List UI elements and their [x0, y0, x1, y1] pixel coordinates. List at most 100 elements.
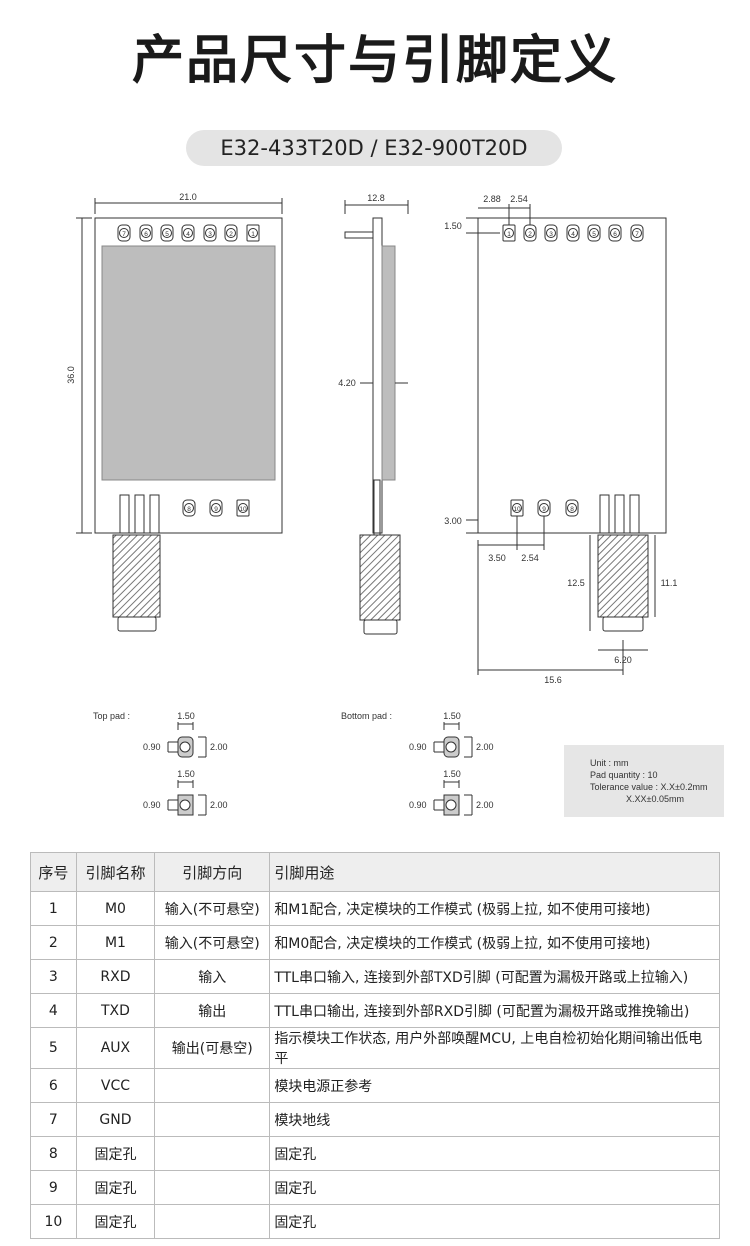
table-cell: 输入(不可悬空) — [154, 891, 271, 926]
page-title: 产品尺寸与引脚定义 — [131, 31, 618, 91]
table-cell: 5 — [30, 1027, 77, 1069]
table-cell: TTL串口输入, 连接到外部TXD引脚 (可配置为漏极开路或上拉输入) — [269, 959, 720, 994]
pin-number: 2 — [528, 231, 532, 238]
pin-pad: 5 — [160, 224, 174, 242]
dim-thickness: 12.8 — [367, 193, 385, 203]
pin-number: 5 — [165, 231, 169, 238]
table-cell: M0 — [75, 891, 156, 926]
pin-pad: 4 — [566, 224, 580, 242]
pin-number: 3 — [549, 231, 553, 238]
pin-pad: 2 — [523, 224, 537, 242]
table-cell: 固定孔 — [75, 1136, 156, 1171]
table-cell: 指示模块工作状态, 用户外部唤醒MCU, 上电自检初始化期间输出低电平 — [269, 1027, 720, 1069]
dim-width: 21.0 — [179, 192, 197, 202]
table-cell: 模块地线 — [269, 1102, 720, 1137]
svg-text:1.50: 1.50 — [443, 711, 461, 721]
svg-text:3.50: 3.50 — [488, 553, 506, 563]
pin-pad: 10 — [236, 499, 250, 517]
svg-text:0.90: 0.90 — [143, 800, 161, 810]
table-cell: 固定孔 — [75, 1170, 156, 1205]
svg-text:12.5: 12.5 — [567, 578, 585, 588]
table-cell: 9 — [30, 1170, 77, 1205]
svg-text:1.50: 1.50 — [177, 711, 195, 721]
table-cell: 输出 — [154, 993, 271, 1028]
pin-number: 3 — [208, 231, 212, 238]
pin-pad: 10 — [510, 499, 524, 517]
table-cell — [154, 1204, 271, 1239]
front-antenna — [112, 534, 161, 618]
pin-number: 2 — [229, 231, 233, 238]
pin-pad: 6 — [608, 224, 622, 242]
front-shield — [101, 245, 276, 481]
table-cell — [154, 1102, 271, 1137]
table-cell: VCC — [75, 1068, 156, 1103]
pin-pad: 9 — [209, 499, 223, 517]
svg-text:0.90: 0.90 — [143, 742, 161, 752]
svg-text:6.20: 6.20 — [614, 655, 632, 665]
svg-text:2.00: 2.00 — [476, 742, 494, 752]
table-cell: 6 — [30, 1068, 77, 1103]
column-header: 引脚方向 — [154, 852, 271, 892]
pin-pad: 4 — [181, 224, 195, 242]
pin-number: 5 — [592, 231, 596, 238]
pin-pad: 5 — [587, 224, 601, 242]
svg-text:2.00: 2.00 — [210, 800, 228, 810]
table-cell: GND — [75, 1102, 156, 1137]
table-cell — [154, 1136, 271, 1171]
column-header: 引脚名称 — [75, 852, 156, 892]
svg-text:1.50: 1.50 — [177, 769, 195, 779]
pin-pad: 9 — [537, 499, 551, 517]
svg-text:2.54: 2.54 — [510, 194, 528, 204]
pin-number: 7 — [635, 231, 639, 238]
table-cell: 和M0配合, 决定模块的工作模式 (极弱上拉, 如不使用可接地) — [269, 925, 720, 960]
svg-text:0.90: 0.90 — [409, 800, 427, 810]
pin-pad: 8 — [182, 499, 196, 517]
table-cell: AUX — [75, 1027, 156, 1069]
pin-number: 8 — [570, 506, 574, 513]
table-cell: 4 — [30, 993, 77, 1028]
pin-pad: 3 — [203, 224, 217, 242]
table-cell: 固定孔 — [269, 1136, 720, 1171]
svg-text:3.00: 3.00 — [444, 516, 462, 526]
svg-text:2.54: 2.54 — [521, 553, 539, 563]
table-cell: RXD — [75, 959, 156, 994]
table-cell: 2 — [30, 925, 77, 960]
svg-text:2.00: 2.00 — [476, 800, 494, 810]
svg-text:11.1: 11.1 — [661, 578, 678, 588]
pin-number: 10 — [239, 506, 247, 513]
table-cell: 输入 — [154, 959, 271, 994]
svg-text:2.00: 2.00 — [210, 742, 228, 752]
dim-height: 36.0 — [66, 366, 76, 384]
pin-number: 1 — [507, 231, 511, 238]
pin-number: 4 — [571, 231, 575, 238]
svg-text:1.50: 1.50 — [443, 769, 461, 779]
model-badge: E32-433T20D / E32-900T20D — [186, 130, 562, 166]
pin-number: 6 — [144, 231, 148, 238]
table-cell: 3 — [30, 959, 77, 994]
pin-pad: 1 — [246, 224, 260, 242]
svg-text:0.90: 0.90 — [409, 742, 427, 752]
table-cell: 8 — [30, 1136, 77, 1171]
pin-pad: 2 — [224, 224, 238, 242]
table-cell: 1 — [30, 891, 77, 926]
pin-pad: 1 — [502, 224, 516, 242]
column-header: 引脚用途 — [269, 852, 720, 892]
svg-text:Top pad :: Top pad : — [93, 711, 130, 721]
table-cell: TTL串口输出, 连接到外部RXD引脚 (可配置为漏极开路或推挽输出) — [269, 993, 720, 1028]
table-header: 序号引脚名称引脚方向引脚用途 — [30, 852, 720, 892]
table-cell: 固定孔 — [269, 1204, 720, 1239]
pin-pad: 7 — [630, 224, 644, 242]
dim-shield: 4.20 — [338, 378, 356, 388]
column-header: 序号 — [30, 852, 77, 892]
